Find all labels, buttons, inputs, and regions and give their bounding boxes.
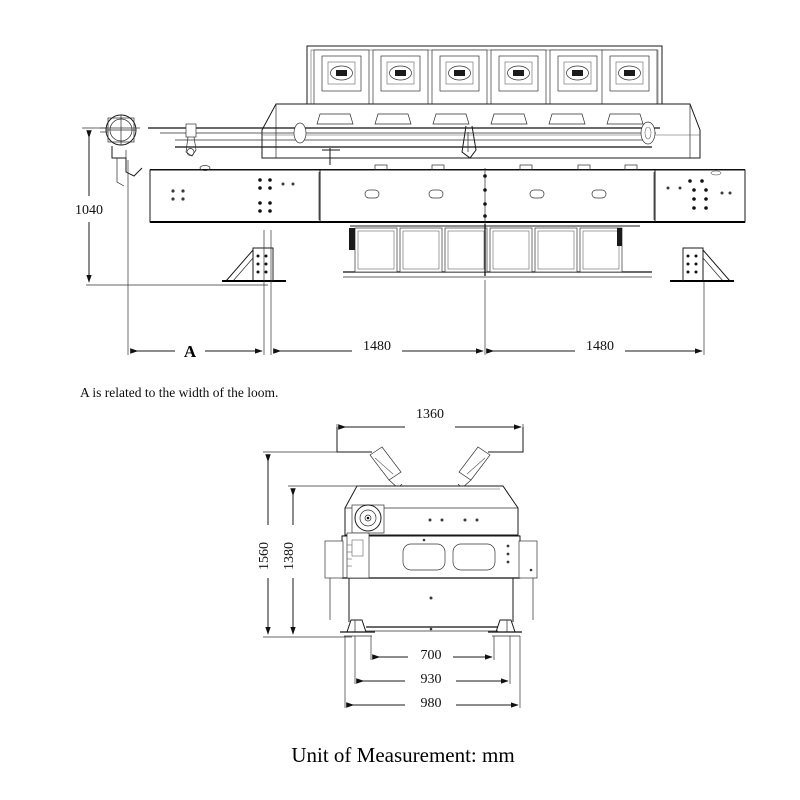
dimension-label-1480-left: 1480	[363, 339, 391, 354]
right-roller-end	[640, 121, 656, 145]
support-leg-right	[670, 247, 734, 282]
dimension-label-700: 700	[421, 648, 442, 663]
dimension-width-930: 930	[354, 636, 511, 687]
bolt-holes-right	[666, 170, 732, 210]
lower-base	[329, 578, 534, 637]
motor-pulley	[351, 504, 385, 534]
side-elevation-view: 1040 A 1480	[75, 45, 746, 361]
module-spool-icon	[330, 65, 641, 81]
dimension-label-980: 980	[421, 696, 442, 711]
left-bearing-hub	[100, 114, 143, 187]
dimension-width-700: 700	[370, 636, 495, 663]
dimension-label-1480-right: 1480	[586, 339, 614, 354]
dimension-height-1040: 1040	[75, 127, 140, 283]
dimension-label-a: A	[184, 342, 197, 361]
dimension-span-a: A	[130, 342, 263, 361]
access-window-left	[402, 543, 446, 571]
shaft-coupler	[185, 123, 197, 157]
dimension-label-1380: 1380	[282, 542, 297, 570]
shaft-bracket-mid	[461, 125, 477, 159]
foot-right	[488, 619, 522, 637]
frame-top-tabs	[199, 164, 638, 171]
support-leg-left	[222, 247, 286, 282]
dimension-label-1360: 1360	[416, 407, 444, 422]
dimension-span-1480-left: 1480	[273, 339, 484, 354]
lower-panel-frames	[343, 224, 652, 278]
frame-access-ports	[364, 189, 607, 199]
main-shaft-assembly	[100, 114, 660, 187]
top-module-assembly	[306, 45, 663, 115]
access-window-right	[452, 543, 496, 571]
upper-housing	[261, 103, 701, 159]
front-elevation-view: 1360	[257, 407, 538, 711]
module-cell-group	[313, 49, 658, 105]
left-roller-end	[293, 122, 307, 144]
unit-caption: Unit of Measurement: mm	[291, 743, 514, 767]
dimension-label-930: 930	[421, 672, 442, 687]
dimension-label-1040: 1040	[75, 203, 103, 218]
dimension-span-1480-right: 1480	[486, 339, 703, 354]
mid-body	[324, 532, 538, 579]
control-column	[346, 532, 370, 579]
dimension-height-1380: 1380	[282, 485, 360, 635]
top-body	[344, 485, 519, 536]
foot-left	[340, 619, 375, 637]
bolt-holes-left	[171, 178, 295, 213]
dimension-label-1560: 1560	[257, 542, 272, 570]
note-loom-width: A is related to the width of the loom.	[80, 385, 278, 400]
dimension-height-1560: 1560	[257, 451, 352, 638]
main-frame-body	[149, 164, 746, 224]
dimension-width-980: 980	[344, 636, 521, 711]
dimension-chain-bottom: A 1480 1480	[127, 160, 705, 361]
